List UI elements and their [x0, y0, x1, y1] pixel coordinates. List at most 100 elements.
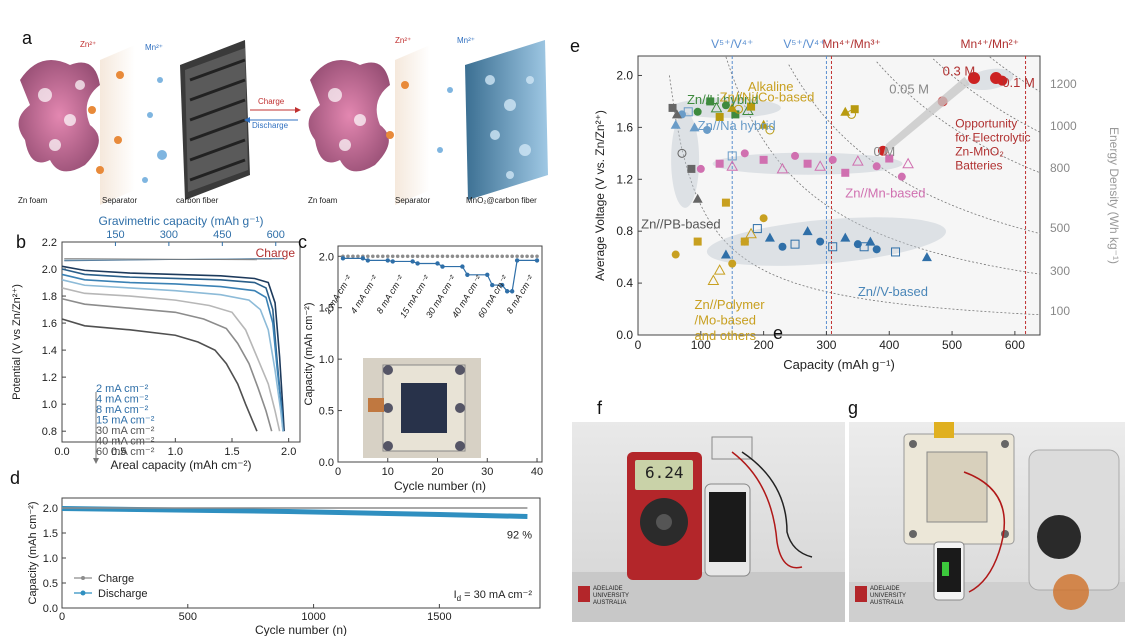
- x-tick-label-b: 1.0: [168, 446, 183, 458]
- group-label-e-mn: Zn//Mn-based: [845, 185, 925, 200]
- series-line-b-2: [61, 273, 284, 432]
- data-point-e: [740, 149, 749, 158]
- caption-mno2-carbon-fiber: MnO₂@carbon fiber: [466, 196, 537, 205]
- charge-point-c: [445, 254, 450, 259]
- legend-discharge-d: Discharge: [98, 588, 148, 600]
- data-point-e: [853, 240, 862, 249]
- right-tick-label-e-5: 100: [1050, 304, 1070, 318]
- discharge-point-c: [365, 258, 371, 263]
- y-tick-label-b: 2.2: [42, 237, 57, 249]
- discharge-point-c: [460, 264, 465, 269]
- right-axis-title-e: Energy Density (Wh kg⁻¹): [1107, 127, 1121, 264]
- inset-bolt-c: [455, 441, 465, 451]
- charge-point-c: [351, 254, 355, 259]
- charge-line-b-6: [64, 258, 257, 261]
- legend-charge-d: Charge: [98, 573, 134, 585]
- caption-zn-foam-right: Zn foam: [308, 196, 338, 205]
- inset-bolt-c: [383, 441, 393, 451]
- y-axis-title-c: Capacity (mAh cm⁻²): [303, 303, 315, 406]
- logo-text-f: ADELAIDE UNIVERSITY AUSTRALIA: [593, 586, 629, 606]
- discharge-point-c: [514, 258, 520, 263]
- charge-point-c: [485, 254, 490, 259]
- photo-f: 6.24 ADELAIDE UNIVERSITY AUSTRALIA: [572, 422, 845, 622]
- data-point-e: [720, 249, 731, 259]
- x-tick-label-b: 0.0: [54, 446, 69, 458]
- charge-point-c: [520, 254, 524, 259]
- charge-point-c: [530, 254, 534, 259]
- data-point-e: [670, 119, 681, 129]
- charge-point-c: [435, 254, 440, 259]
- charge-point-c: [490, 254, 495, 259]
- charge-point-c: [535, 254, 539, 259]
- y-tick-label-d: 0.5: [43, 578, 58, 590]
- discharge-point-c: [499, 282, 505, 288]
- y-tick-label-b: 2.0: [42, 264, 57, 276]
- group-label-e-poly1: Zn//Polymer: [695, 297, 766, 312]
- charge-point-c: [430, 254, 435, 259]
- inset-bolt-c: [383, 403, 393, 413]
- y-tick-label-c: 1.5: [319, 303, 334, 315]
- conc-label-e-2: 0.05 M: [889, 82, 929, 97]
- data-point-e: [968, 72, 981, 85]
- discharge-point-c: [490, 282, 495, 288]
- data-point-e: [872, 245, 881, 254]
- charge-point-c: [510, 254, 514, 259]
- data-point-e: [816, 237, 825, 246]
- data-point-e: [745, 227, 757, 239]
- discharge-point-c: [534, 258, 540, 263]
- zn-foam-left: [18, 60, 101, 172]
- y-tick-label-e: 1.6: [616, 120, 633, 134]
- group-label-e-poly2: /Mo-based: [695, 313, 756, 328]
- legend-entry-b-2: 8 mA cm⁻²: [96, 404, 149, 416]
- right-tick-label-e-3: 500: [1050, 221, 1070, 235]
- data-point-e: [776, 162, 789, 174]
- discharge-point-c: [435, 261, 440, 266]
- top-tick-label-b: 150: [106, 229, 124, 241]
- data-point-e: [706, 97, 715, 106]
- panel-label-a: a: [22, 28, 33, 48]
- charge-point-c: [410, 254, 415, 259]
- x-tick-label-e: 0: [635, 338, 642, 352]
- legend-entry-b-0: 2 mA cm⁻²: [96, 383, 149, 395]
- data-point-e: [759, 214, 768, 223]
- data-point-e: [891, 247, 901, 257]
- trend-arrow-e: [882, 76, 970, 156]
- data-point-e: [765, 125, 775, 135]
- region-pb-e: [671, 111, 700, 208]
- x-axis-title-c: Cycle number (n): [394, 479, 486, 493]
- y-tick-label-d: 1.0: [43, 553, 58, 565]
- energy-contour-e: [876, 61, 1041, 174]
- inset-bolt-c: [455, 365, 465, 375]
- group-label-e-na: Zn//Na hybrid: [698, 118, 776, 133]
- top-tick-label-b: 300: [160, 229, 178, 241]
- multimeter-readout: 6.24: [645, 463, 684, 482]
- charge-point-c: [405, 254, 410, 259]
- data-point-e: [715, 112, 724, 121]
- discharge-point-c: [415, 261, 420, 266]
- caption-separator-right: Separator: [395, 196, 431, 205]
- pump: [1028, 449, 1120, 591]
- y-tick-label-c: 2.0: [319, 251, 334, 263]
- panel-label-b: b: [16, 232, 27, 252]
- x-tick-label-b: 1.5: [224, 446, 239, 458]
- data-point-e: [696, 164, 705, 173]
- data-point-e: [764, 232, 775, 242]
- series-line-b-0: [61, 265, 285, 432]
- legend-entry-b-3: 15 mA cm⁻²: [96, 415, 155, 427]
- top-tick-label-b: 600: [267, 229, 285, 241]
- charge-point-c: [395, 254, 400, 259]
- data-point-e: [840, 232, 851, 242]
- plot-frame-e: [637, 55, 1041, 336]
- y-tick-label-d: 2.0: [43, 503, 58, 515]
- opportunity-label-e-0: Opportunity: [955, 116, 1017, 130]
- charge-point-c: [385, 254, 390, 259]
- discharge-point-c: [504, 289, 510, 294]
- charge-point-c: [470, 254, 475, 259]
- x-axis-title-b: Areal capacity (mAh cm⁻²): [110, 458, 251, 472]
- charge-point-c: [371, 254, 375, 259]
- data-point-e: [997, 75, 1008, 86]
- group-label-e-v: Zn//V-based: [858, 284, 928, 299]
- discharge-point-c: [340, 256, 346, 261]
- charge-point-c: [465, 254, 470, 259]
